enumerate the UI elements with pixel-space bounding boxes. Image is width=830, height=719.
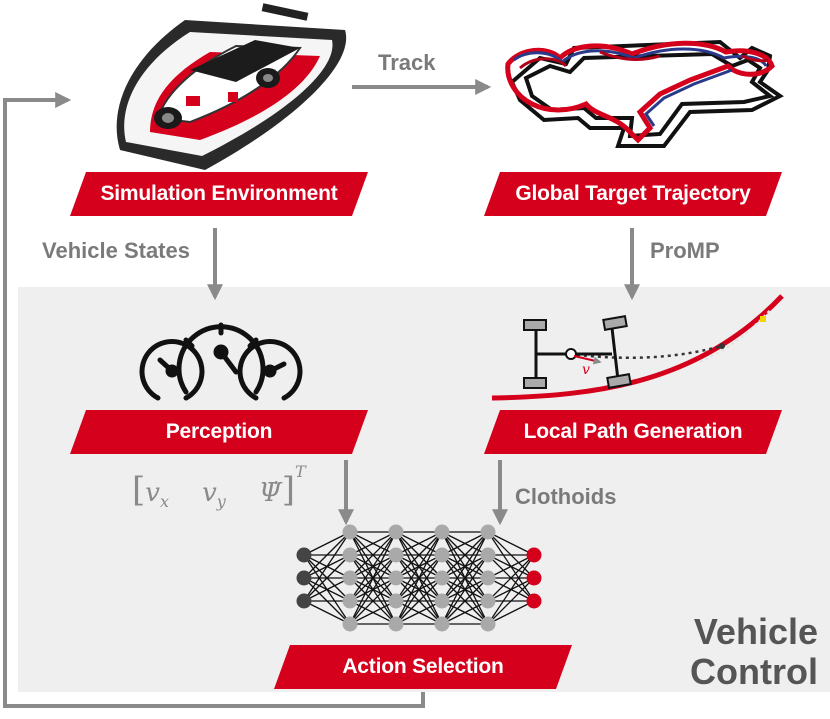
vehicle-states-label: Vehicle States: [42, 238, 190, 263]
feedback-loop-arrow: [3, 92, 425, 708]
transpose-symbol: T: [294, 462, 306, 482]
state-yaw-rate: Ψ̇: [258, 478, 282, 508]
hidden-neuron: [434, 524, 450, 540]
hidden-neuron: [434, 570, 450, 586]
gauges-icon: [139, 322, 303, 401]
hidden-neuron: [388, 547, 404, 563]
hidden-neuron: [480, 547, 496, 563]
hidden-neuron: [388, 570, 404, 586]
network-connection: [441, 577, 489, 625]
state-vy: vy: [202, 478, 226, 512]
network-connection: [303, 531, 351, 579]
network-connection: [487, 554, 535, 625]
network-connection: [441, 554, 489, 625]
hidden-neuron: [342, 524, 358, 540]
output-neuron: [526, 570, 542, 586]
simulation-environment-node: Simulation Environment: [70, 172, 368, 216]
output-neuron: [526, 547, 542, 563]
perception-node: Perception: [70, 410, 368, 454]
race-track-icon: [505, 39, 784, 148]
network-connection: [395, 531, 443, 556]
action-selection-node: Action Selection: [274, 645, 572, 689]
network-connection: [395, 531, 443, 625]
state-vx: vx: [145, 478, 169, 512]
hidden-neuron: [480, 570, 496, 586]
input-neuron: [296, 570, 312, 586]
network-connection: [303, 577, 351, 602]
network-connection: [487, 554, 535, 579]
state-vector-formula: [vx vy Ψ̇]T: [132, 462, 306, 512]
promp-label: ProMP: [650, 238, 720, 263]
network-connection: [395, 531, 443, 602]
network-connection: [441, 531, 489, 556]
path-velocity-symbol: v: [582, 362, 590, 378]
network-connection: [395, 577, 443, 625]
network-connection: [395, 531, 443, 579]
vehicle-path-icon: v: [491, 294, 784, 401]
network-connection: [441, 531, 489, 602]
network-connection: [487, 531, 535, 556]
network-connection: [395, 554, 443, 625]
track-label: Track: [378, 50, 436, 75]
hidden-neuron: [342, 547, 358, 563]
network-connection: [349, 531, 397, 579]
network-connection: [395, 600, 443, 625]
network-connection: [349, 577, 397, 625]
right-bracket: ]: [281, 470, 295, 510]
network-connection: [349, 531, 397, 625]
hidden-neuron: [480, 524, 496, 540]
vehicle-control-line2: Control: [690, 651, 818, 692]
input-neuron: [296, 547, 312, 563]
hidden-neuron: [388, 524, 404, 540]
hidden-neuron: [388, 593, 404, 609]
network-connection: [303, 531, 351, 602]
network-connection: [349, 600, 397, 625]
network-connection: [441, 531, 489, 625]
network-connection: [303, 554, 351, 602]
input-neuron: [296, 593, 312, 609]
hidden-neuron: [480, 616, 496, 632]
hidden-neuron: [434, 547, 450, 563]
network-connection: [349, 531, 397, 556]
vehicle-control-label: Vehicle Control: [670, 612, 818, 692]
network-connection: [441, 600, 489, 625]
local-path-generation-node: Local Path Generation: [484, 410, 782, 454]
hidden-neuron: [434, 593, 450, 609]
hidden-neuron: [342, 616, 358, 632]
network-connection: [349, 531, 397, 602]
hidden-neuron: [388, 616, 404, 632]
hidden-neuron: [434, 616, 450, 632]
network-connection: [349, 554, 397, 625]
hidden-neuron: [480, 593, 496, 609]
left-bracket: [: [132, 470, 146, 510]
neural-network-icon: [296, 524, 542, 632]
hidden-neuron: [342, 570, 358, 586]
clothoids-label: Clothoids: [515, 484, 617, 509]
network-connection: [441, 531, 489, 579]
network-connection: [303, 531, 351, 556]
hidden-neuron: [342, 593, 358, 609]
race-car-icon: [116, 3, 347, 170]
global-target-trajectory-node: Global Target Trajectory: [484, 172, 782, 216]
network-connection: [487, 600, 535, 625]
vehicle-control-line1: Vehicle: [693, 611, 818, 652]
network-connection: [487, 554, 535, 602]
network-connection: [303, 600, 351, 625]
network-connection: [487, 577, 535, 625]
output-neuron: [526, 593, 542, 609]
